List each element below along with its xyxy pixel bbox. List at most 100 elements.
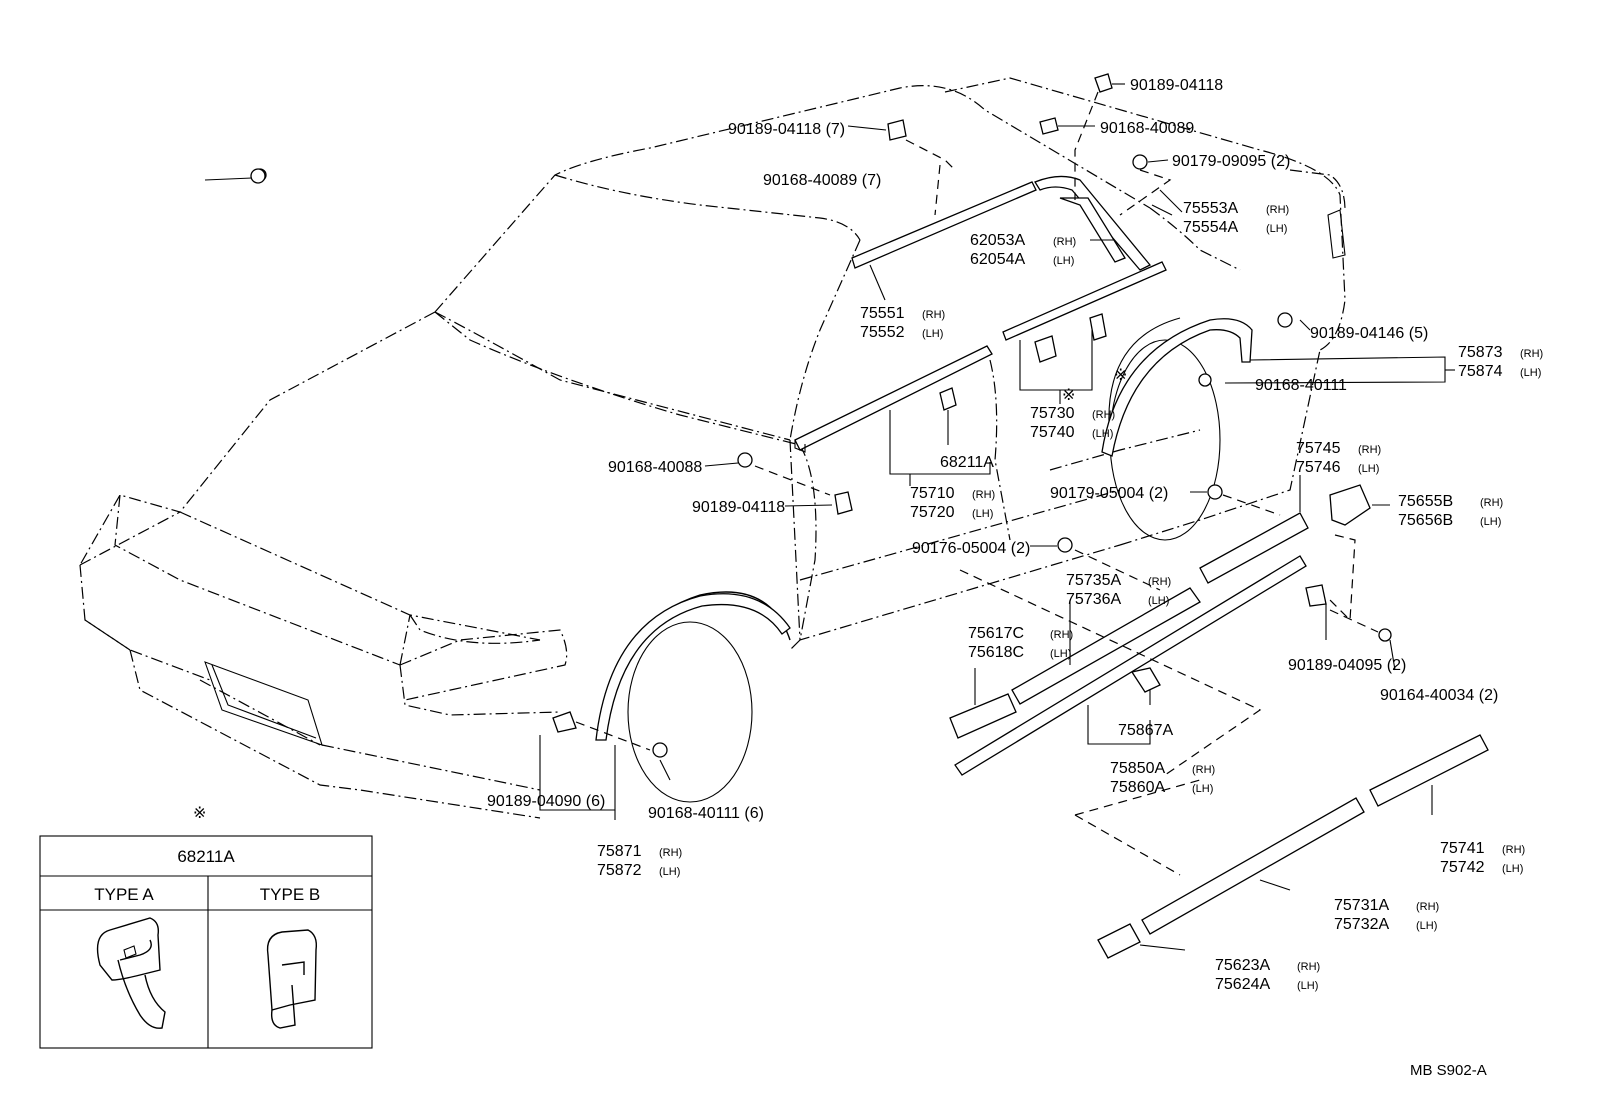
label-90164-40034-2: 90164-40034 (2): [1380, 687, 1498, 704]
label-75731a: 75731A: [1334, 897, 1389, 914]
drawing-code: MB S902-A: [1410, 1062, 1487, 1079]
side-rh: (RH): [1148, 576, 1171, 588]
inset-title: 68211A: [177, 847, 235, 866]
screw-90168-40088: [737, 452, 753, 468]
rocker-panel-molding: [1011, 587, 1201, 705]
clip-a: [1034, 335, 1057, 363]
label-75618c: 75618C: [968, 644, 1024, 661]
clip-75867a: [1130, 667, 1161, 693]
mud-guard: [1329, 484, 1371, 526]
side-rh: (RH): [922, 309, 945, 321]
label-75551: 75551: [860, 305, 905, 322]
label-90168-40089: 90168-40089: [1100, 120, 1194, 137]
label-75872: 75872: [597, 862, 642, 879]
label-75874: 75874: [1458, 363, 1503, 380]
label-75867a: 75867A: [1118, 722, 1173, 739]
label-75553a: 75553A: [1183, 200, 1238, 217]
label-90176-05004-2: 90176-05004 (2): [912, 540, 1030, 557]
clip-90189-04090: [552, 711, 577, 733]
side-lh: (LH): [972, 508, 993, 520]
clip-68211a: [939, 387, 957, 411]
side-molding-front: [1141, 797, 1365, 935]
label-75552: 75552: [860, 324, 905, 341]
roof-drip-molding-front: [851, 181, 1037, 269]
inset-marker: ※: [193, 805, 206, 822]
side-rh: (RH): [1520, 348, 1543, 360]
side-rh: (RH): [972, 489, 995, 501]
side-rh: (RH): [1297, 961, 1320, 973]
label-75860a: 75860A: [1110, 779, 1165, 796]
side-lh: (LH): [1480, 516, 1501, 528]
side-lh: (LH): [1266, 223, 1287, 235]
side-lh: (LH): [922, 328, 943, 340]
label-90189-04146-5: 90189-04146 (5): [1310, 325, 1428, 342]
label-75746: 75746: [1296, 459, 1341, 476]
rear-window-weatherstrip: [1059, 197, 1126, 263]
clip-90189-04118: [834, 491, 853, 515]
label-75850a: 75850A: [1110, 760, 1165, 777]
label-75655b: 75655B: [1398, 493, 1453, 510]
car-body-outline: [79, 77, 1346, 819]
side-lh: (LH): [1092, 428, 1113, 440]
side-lh: (LH): [1358, 463, 1379, 475]
label-75736a: 75736A: [1066, 591, 1121, 608]
clip-type-b-icon: [266, 929, 318, 1029]
label-90179-09095-2: 90179-09095 (2): [1172, 153, 1290, 170]
label-90168-40088: 90168-40088: [608, 459, 702, 476]
side-molding-rear: [1369, 734, 1489, 807]
side-lh: (LH): [1297, 980, 1318, 992]
side-rh: (RH): [1050, 629, 1073, 641]
side-rh: (RH): [1092, 409, 1115, 421]
side-lh: (LH): [1148, 595, 1169, 607]
label-75732a: 75732A: [1334, 916, 1389, 933]
asterisk-marker: ※: [1114, 367, 1127, 384]
fasteners: [250, 73, 1392, 758]
lower-rocker-molding: [954, 555, 1307, 776]
inset-type-a: TYPE A: [94, 885, 154, 904]
leader-lines: [204, 83, 1455, 951]
label-90168-40089-7: 90168-40089 (7): [763, 172, 881, 189]
part-labels: 90189-04118 90189-04118 (7) 90168-40089 …: [487, 77, 1543, 993]
side-rh: (RH): [1502, 844, 1525, 856]
label-75735a: 75735A: [1066, 572, 1121, 589]
side-lh: (LH): [1520, 367, 1541, 379]
clip-type-a-icon: [96, 917, 166, 1029]
label-75745: 75745: [1296, 440, 1341, 457]
label-75720: 75720: [910, 504, 955, 521]
side-rh: (RH): [1192, 764, 1215, 776]
front-wheel-opening-molding: [595, 593, 791, 741]
label-90189-04090-6: 90189-04090 (6): [487, 793, 605, 810]
screw-90164-40034: [1378, 628, 1392, 642]
label-90168-40111-6: 90168-40111 (6): [648, 805, 764, 822]
label-75873: 75873: [1458, 344, 1503, 361]
inset-border: [39, 835, 373, 1049]
molding-parts: [595, 175, 1489, 959]
screw-top: [1039, 117, 1059, 135]
label-75871: 75871: [597, 843, 642, 860]
side-rh: (RH): [1358, 444, 1381, 456]
label-75740: 75740: [1030, 424, 1075, 441]
label-75710: 75710: [910, 485, 955, 502]
label-75742: 75742: [1440, 859, 1485, 876]
side-lh: (LH): [1053, 255, 1074, 267]
clip-90189-04095: [1305, 584, 1327, 607]
side-rh: (RH): [1266, 204, 1289, 216]
side-lh: (LH): [1502, 863, 1523, 875]
nut-left: [887, 119, 907, 141]
side-rh: (RH): [1480, 497, 1503, 509]
label-68211a: 68211A: [940, 454, 994, 471]
label-90189-04118-top: 90189-04118: [1130, 77, 1223, 94]
label-62054a: 62054A: [970, 251, 1025, 268]
nut-top: [1094, 73, 1113, 93]
label-90189-04118: 90189-04118: [692, 499, 785, 516]
label-75624a: 75624A: [1215, 976, 1270, 993]
grommet-90179-05004: [1207, 484, 1223, 500]
inset-type-b: TYPE B: [260, 885, 320, 904]
front-door-belt-molding: [794, 345, 993, 451]
label-75730: 75730: [1030, 405, 1075, 422]
side-lh: (LH): [659, 866, 680, 878]
rear-wheel-opening-molding: [1101, 318, 1253, 457]
rear-door-belt-molding: [1002, 261, 1167, 341]
label-75656b: 75656B: [1398, 512, 1453, 529]
roof-drip-molding-rear: [1034, 175, 1152, 271]
